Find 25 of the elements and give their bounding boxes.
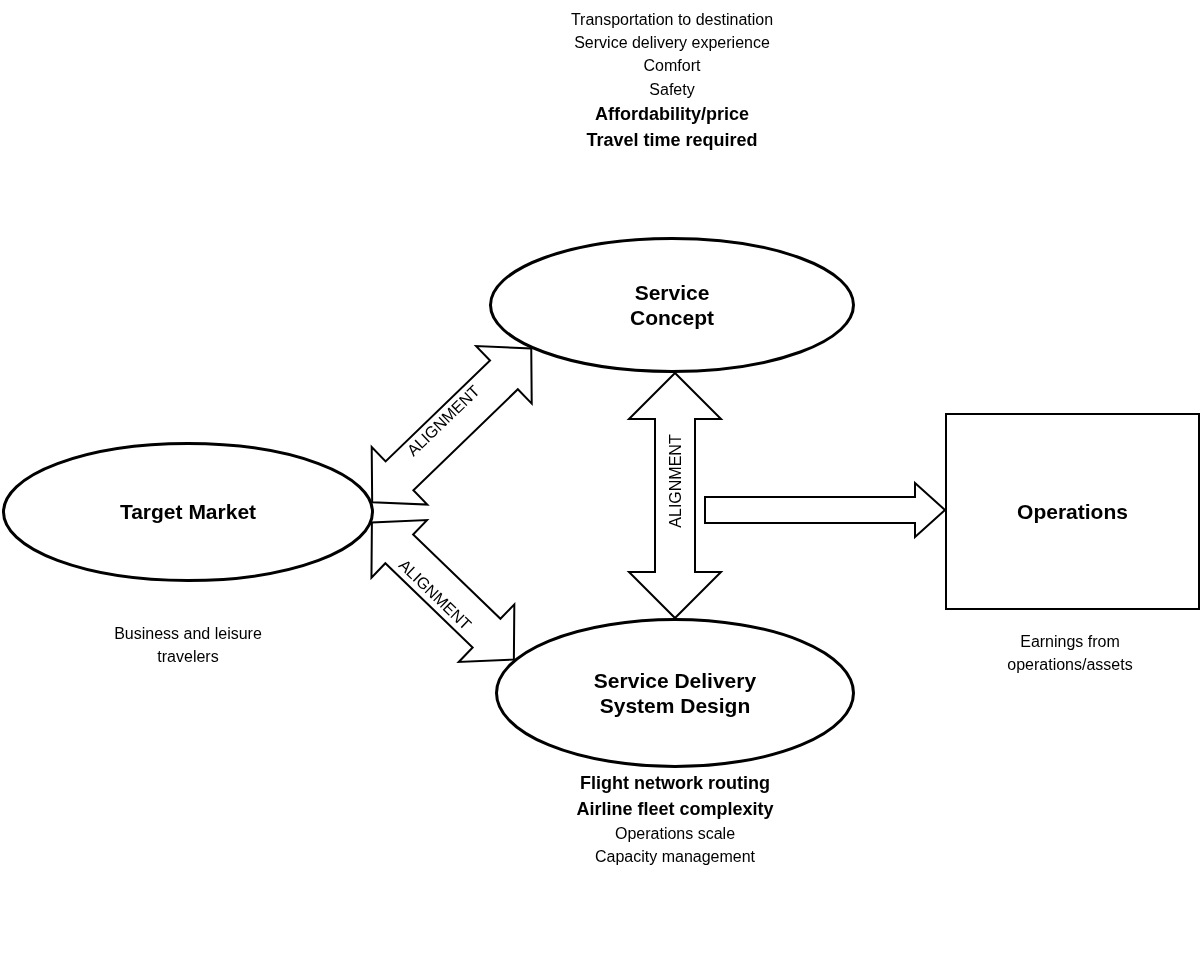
node-note: Flight network routing [579,772,771,795]
ellipse-node [2,442,374,582]
node-note: Capacity management [593,847,757,868]
block-arrow [370,345,533,506]
node-note: Comfort [642,56,702,77]
node-title: Target Market [119,499,257,525]
node-note: Transportation to destination [569,10,775,30]
node-note: Safety [648,79,696,100]
node-title: Service Delivery System Design [592,667,758,719]
block-arrow [626,371,724,620]
block-arrow [370,519,516,664]
ellipse-node [495,618,855,768]
node-note: Airline fleet complexity [575,798,775,822]
node-note: Operations scale [613,824,737,845]
process-box [945,413,1200,610]
node-title: Operations [1017,498,1128,525]
node-note: Earnings from operations/assets [1006,632,1134,676]
node-note: Service delivery experience [573,33,771,54]
node-note: Business and leisure travelers [113,624,263,668]
block-arrow [704,480,947,540]
node-note: Affordability/price [594,102,750,126]
node-title: Service Concept [629,279,715,331]
node-note: Travel time required [585,128,759,152]
edge-label: ALIGNMENT [667,434,684,529]
ellipse-node [489,237,855,373]
